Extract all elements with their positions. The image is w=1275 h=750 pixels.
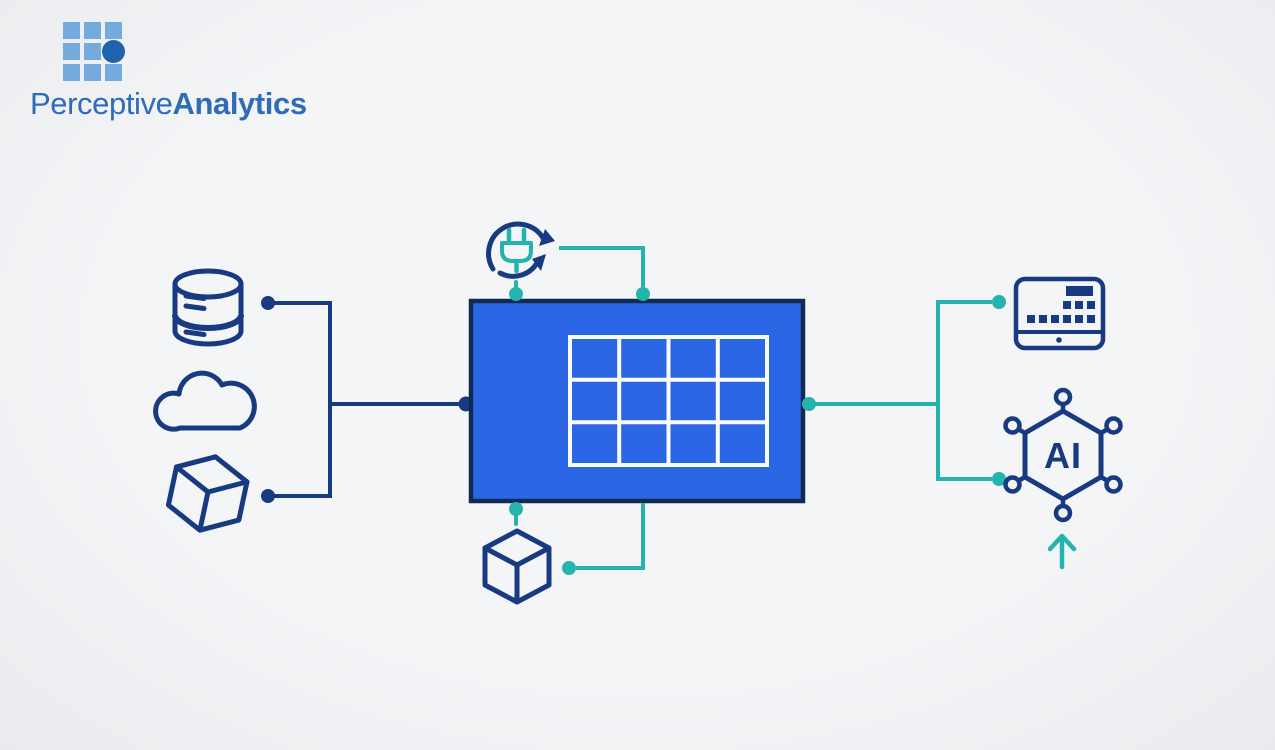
storage-cube-icon bbox=[165, 454, 250, 533]
database-icon bbox=[172, 268, 244, 347]
logo-grid-icon bbox=[63, 22, 307, 81]
data-table-panel bbox=[468, 298, 806, 504]
ai-hexagon-icon: AI bbox=[1003, 387, 1123, 523]
table-grid-icon bbox=[568, 335, 769, 467]
source-connectors bbox=[261, 296, 474, 503]
ai-label: AI bbox=[1044, 435, 1082, 476]
logo: PerceptiveAnalytics bbox=[30, 22, 307, 119]
logo-text-regular: Perceptive bbox=[30, 86, 173, 121]
logo-wordmark: PerceptiveAnalytics bbox=[30, 88, 307, 119]
cloud-icon bbox=[153, 370, 257, 432]
bottom-connector bbox=[509, 502, 645, 575]
top-connector bbox=[509, 246, 650, 301]
dashboard-icon bbox=[1013, 276, 1106, 351]
logo-text-bold: Analytics bbox=[172, 86, 307, 121]
package-cube-icon bbox=[482, 528, 552, 605]
plug-sync-icon bbox=[486, 221, 555, 279]
output-connectors bbox=[802, 295, 1006, 486]
upload-arrow-icon bbox=[1047, 533, 1077, 570]
